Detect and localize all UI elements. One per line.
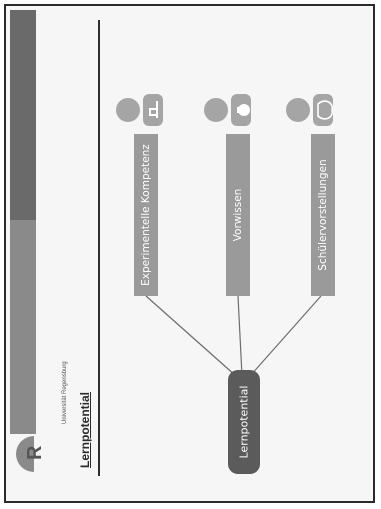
lightbulb-icon	[237, 104, 250, 116]
sidebar-stripe-light	[10, 220, 36, 434]
branch-box	[134, 134, 158, 296]
root-box	[228, 370, 260, 474]
university-logo: R	[16, 436, 46, 472]
connector-line	[145, 295, 237, 377]
slide: R Universität Regensburg Lernpotential	[4, 4, 375, 503]
branch-box	[226, 134, 250, 296]
logo-letter: R	[24, 445, 46, 460]
lab-flask-icon	[149, 101, 158, 118]
branch-label-schuelervorstellungen: Schülervorstellungen	[317, 159, 329, 271]
person-icon	[286, 94, 333, 126]
connector-line	[237, 295, 243, 377]
brain-icon	[317, 100, 334, 120]
title-divider	[98, 20, 100, 476]
branch-box	[311, 134, 335, 296]
root-label: Lernpotential	[237, 385, 251, 459]
branch-label-vorwissen: Vorwissen	[232, 188, 244, 242]
sidebar-stripe-dark	[10, 10, 36, 220]
branch-label-experimentelle-kompetenz: Experimentelle Kompetenz	[140, 144, 152, 286]
concept-diagram	[116, 94, 335, 474]
connector-line	[249, 295, 322, 377]
